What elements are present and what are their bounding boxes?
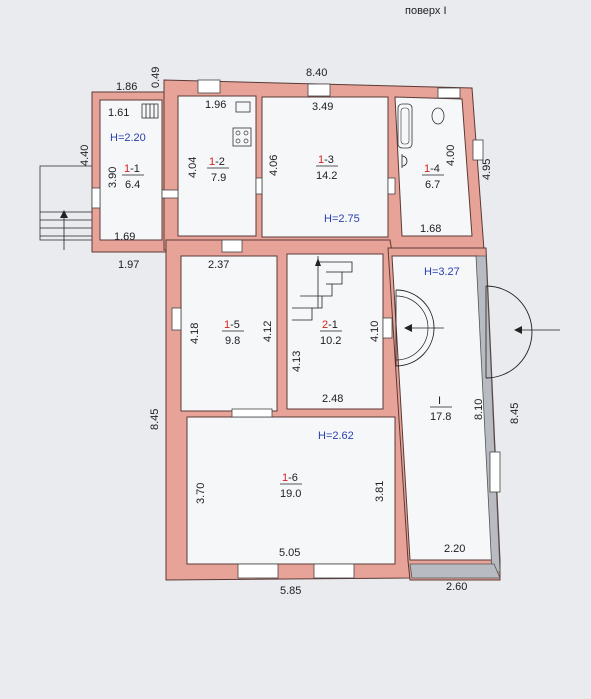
height-label: H=2.75 [324,213,360,225]
room-label-1-5: 1-5 9.8 [222,319,244,347]
dim-label: 4.04 [187,157,199,178]
dim-label: 3.81 [374,481,386,502]
dim-label: 1.68 [420,223,441,235]
height-label: H=2.20 [110,132,146,144]
dim-label: 4.18 [189,323,201,344]
bathroom-fixtures [397,103,445,168]
entrance-arcs [395,285,560,379]
svg-text:10.2: 10.2 [320,335,341,347]
svg-text:7.9: 7.9 [211,172,226,184]
room-label-1-6: 1-6 19.0 [280,472,302,500]
svg-text:14.2: 14.2 [316,170,337,182]
dim-label: 4.40 [79,145,91,166]
kitchen-fixtures [141,101,252,147]
room-1-5-floor [180,255,278,412]
stairs [292,256,353,321]
dim-label: 0.49 [150,67,162,88]
svg-text:1-6: 1-6 [282,472,298,484]
dim-label: 4.13 [291,351,303,372]
dim-label: 1.69 [114,231,135,243]
svg-text:19.0: 19.0 [280,488,301,500]
dim-label: 2.37 [208,259,229,271]
svg-text:1-2: 1-2 [209,156,225,168]
svg-text:I: I [438,395,441,407]
svg-text:1-3: 1-3 [318,154,334,166]
room-labels: 1-1 6.4 1-2 7.9 1-3 14.2 1-4 6.7 1-5 9.8… [122,154,452,500]
ceiling-heights: H=2.20 H=2.75 H=3.27 H=2.62 [110,132,460,442]
dim-label: 4.06 [268,155,280,176]
svg-text:17.8: 17.8 [430,411,451,423]
dim-label: 8.40 [306,67,327,79]
dim-label: 1.61 [108,107,129,119]
svg-text:1-1: 1-1 [124,163,140,175]
entry-porch [39,165,93,250]
room-2-1-floor [286,253,384,410]
room-label-1-4: 1-4 6.7 [422,163,444,191]
dim-label: 8.45 [509,403,521,424]
dim-label: 3.90 [107,167,119,188]
dim-label: 2.60 [446,581,467,593]
dim-label: 1.97 [118,259,139,271]
dim-label: 8.45 [149,409,161,430]
dimension-labels: 1.86 0.49 8.40 4.40 1.61 3.90 1.69 1.97 … [79,67,521,597]
room-label-1-1: 1-1 6.4 [122,163,144,191]
dim-label: 4.95 [481,159,493,180]
room-1-1-floor [99,99,163,241]
svg-text:9.8: 9.8 [225,335,240,347]
room-1-2-floor [177,95,257,237]
windows [91,79,501,579]
rooms-interior [99,95,495,565]
dim-label: 1.86 [116,81,137,93]
room-label-2-1: 2-1 10.2 [320,319,342,347]
svg-text:6.4: 6.4 [125,179,140,191]
dim-label: 4.10 [369,321,381,342]
doors [161,177,396,418]
svg-text:2-1: 2-1 [322,319,338,331]
dim-label: 4.00 [445,145,457,166]
room-label-I: I 17.8 [430,395,452,423]
room-label-1-2: 1-2 7.9 [207,156,229,184]
dim-label: 2.48 [322,393,343,405]
dim-label: 2.20 [444,543,465,555]
height-label: H=2.62 [318,430,354,442]
dim-label: 1.96 [205,99,226,111]
svg-text:1-4: 1-4 [424,163,440,175]
svg-text:6.7: 6.7 [425,179,440,191]
dim-label: 3.49 [312,101,333,113]
dim-label: 5.05 [279,547,300,559]
svg-text:1-5: 1-5 [224,319,240,331]
room-label-1-3: 1-3 14.2 [316,154,338,182]
dim-label: 5.85 [280,585,301,597]
room-1-3-floor [261,96,389,238]
hall-partitions [409,255,501,579]
dim-label: 3.70 [195,483,207,504]
floor-label: поверх I [405,5,447,17]
dim-label: 4.12 [262,321,274,342]
height-label: H=3.27 [424,266,460,278]
room-1-6-floor [186,416,396,565]
dim-label: 8.10 [473,399,485,420]
